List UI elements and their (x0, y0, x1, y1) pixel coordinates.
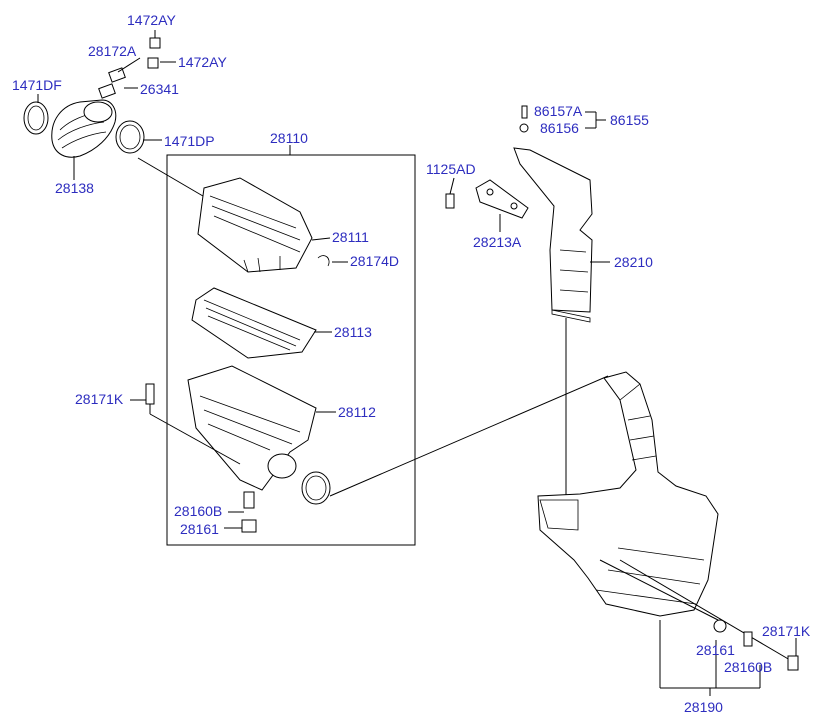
label-28174d: 28174D (350, 253, 400, 269)
air-duct-28138 (51, 67, 126, 158)
label-28160b-left: 28160B (174, 503, 223, 519)
label-28171k-left: 28171K (75, 391, 124, 407)
label-28172a: 28172A (88, 43, 137, 59)
bracket-28190 (659, 620, 761, 696)
label-28160b-right: 28160B (724, 659, 773, 675)
clip-28174d (317, 255, 330, 267)
filter-28113 (191, 287, 317, 359)
label-28161-left: 28161 (180, 521, 219, 537)
label-1471dp: 1471DP (164, 133, 215, 149)
nut-86156 (519, 123, 529, 133)
label-86156: 86156 (540, 120, 579, 136)
label-1472ay-mid: 1472AY (178, 54, 227, 70)
screw-86157a (521, 105, 528, 119)
label-1471df: 1471DF (12, 77, 62, 93)
label-28111: 28111 (332, 229, 369, 245)
insulator-28161-b (713, 619, 727, 633)
resonator-28190 (537, 371, 719, 617)
bracket-28213a (475, 179, 529, 219)
grommet-28160b-b (743, 631, 753, 647)
label-28110: 28110 (270, 130, 308, 146)
lower-body-28112 (187, 365, 317, 491)
label-1472ay-top: 1472AY (127, 12, 176, 28)
label-28190: 28190 (684, 699, 723, 715)
label-28171k-right: 28171K (762, 623, 811, 639)
label-28210: 28210 (614, 254, 653, 270)
label-28161-right: 28161 (696, 642, 735, 658)
bolt-28171k-b (787, 655, 799, 671)
label-86155: 86155 (610, 112, 649, 128)
upper-cover-28111 (197, 177, 313, 273)
label-28113: 28113 (334, 324, 372, 340)
label-26341: 26341 (140, 81, 179, 97)
clip-1472ay-a (149, 37, 161, 49)
label-86157a: 86157A (534, 103, 583, 119)
intake-duct-28210 (513, 147, 593, 323)
label-28138: 28138 (55, 180, 94, 196)
clip-1472ay-b (147, 57, 159, 69)
grommet-28160b-a (243, 491, 255, 509)
insulator-28161-a (241, 519, 257, 533)
label-1125ad: 1125AD (426, 161, 476, 177)
label-28112: 28112 (338, 404, 376, 420)
bolt-1125ad (445, 193, 455, 209)
label-28213a: 28213A (473, 234, 522, 250)
bolt-28171k-a (145, 383, 155, 405)
assembly-box-28110 (166, 154, 416, 546)
bracket-86155 (585, 111, 606, 129)
